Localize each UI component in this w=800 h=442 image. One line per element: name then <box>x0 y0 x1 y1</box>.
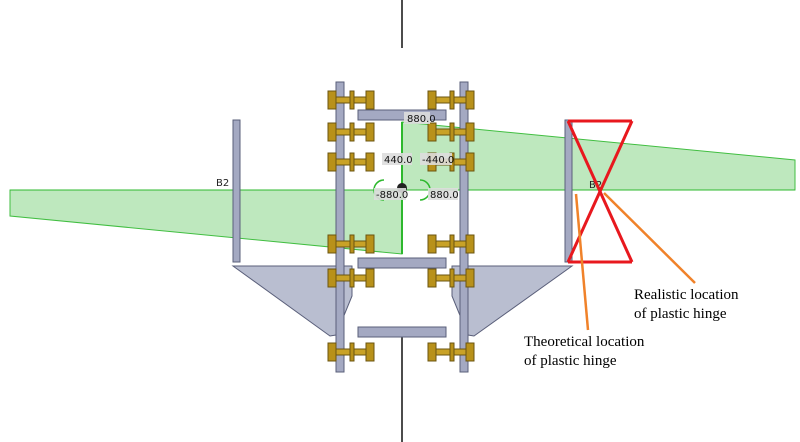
theoretical-annotation-line1: Theoretical location <box>524 334 645 350</box>
realistic-pointer <box>603 192 696 284</box>
bolt <box>427 342 475 362</box>
bolt <box>327 268 375 288</box>
moment-diagram <box>9 121 796 255</box>
annotations: Realistic location of plastic hinge Theo… <box>524 287 739 369</box>
bolt <box>427 122 475 142</box>
bolt <box>427 268 475 288</box>
bolt <box>327 234 375 254</box>
right-column-flange <box>459 81 469 373</box>
bolt <box>327 342 375 362</box>
top-plate <box>357 109 447 121</box>
plastic-hinge-marker <box>566 119 634 264</box>
realistic-annotation-line1: Realistic location <box>634 287 739 303</box>
moment-label-right-upper: -440.0 <box>422 155 454 166</box>
realistic-annotation-line2: of plastic hinge <box>634 306 727 322</box>
bolt <box>327 90 375 110</box>
theoretical-annotation-line2: of plastic hinge <box>524 353 617 369</box>
bottom-plate <box>357 326 447 338</box>
annotation-pointers <box>574 192 696 331</box>
moment-label-left-upper: 440.0 <box>384 155 413 166</box>
bolt <box>327 122 375 142</box>
middle-plate <box>357 257 447 269</box>
member-label-left: B2 <box>216 178 229 189</box>
bolt <box>427 234 475 254</box>
right-end-plate <box>564 119 573 263</box>
member-label-right: B2 <box>589 180 602 191</box>
left-end-plate <box>232 119 241 263</box>
left-column-flange <box>335 81 345 373</box>
moment-label-left-mid: -880.0 <box>376 190 408 201</box>
bolt <box>427 90 475 110</box>
moment-label-right-mid: 880.0 <box>430 190 459 201</box>
theoretical-pointer <box>574 193 590 331</box>
bolt <box>327 152 375 172</box>
moment-label-top: 880.0 <box>407 114 436 125</box>
moment-labels: 880.0 440.0 -440.0 -880.0 880.0 <box>374 112 459 201</box>
